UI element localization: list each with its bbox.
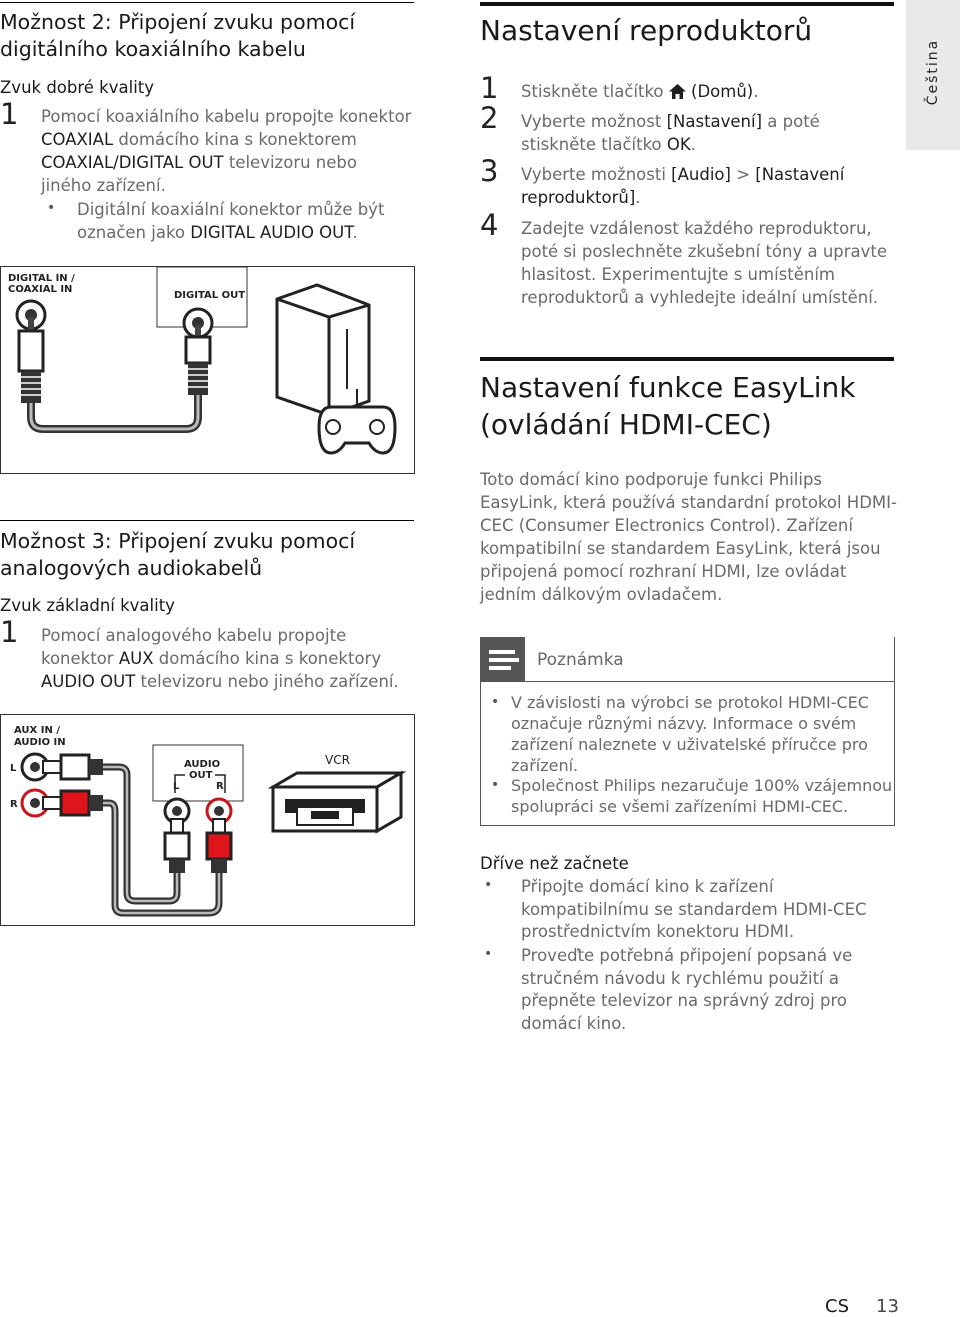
option2-title-line2: digitálního koaxiálního kabelu (0, 37, 306, 61)
note-bullet-1: V závislosti na výrobci se protokol HDMI… (511, 693, 869, 775)
out-label: OUT (189, 770, 213, 781)
section-rule (0, 520, 414, 521)
easylink-para-line6: jedním dálkovým ovladačem. (480, 585, 723, 604)
option2-step-line2: COAXIAL domácího kina s konektorem (41, 130, 357, 149)
audio-out-label: AUDIO (184, 759, 220, 770)
page-number: 13 (876, 1296, 899, 1317)
option3-step-line3: AUDIO OUT televizoru nebo jiného zařízen… (41, 672, 399, 691)
speakers-step-2-line1: Vyberte možnost [Nastavení] a poté (521, 112, 820, 131)
language-tab-label: Čeština (925, 38, 941, 106)
speakers-step-3-line2: reproduktorů]. (521, 188, 641, 207)
analog-connection-diagram: AUX IN / AUDIO IN L R AUDIO OUT L R (0, 714, 415, 926)
easylink-para-line2: EasyLink, která používá standardní proto… (480, 493, 897, 512)
speakers-step-1-number: 1 (480, 71, 499, 105)
coaxial-connection-diagram: DIGITAL IN / COAXIAL IN DIGITAL OUT (0, 266, 415, 474)
bullet-dot: • (484, 946, 493, 962)
speakers-step-3-line1: Vyberte možnosti [Audio] > [Nastavení (521, 165, 845, 184)
home-icon (668, 83, 686, 106)
bullet-dot: • (47, 200, 56, 216)
option2-bullet-line2: označen jako DIGITAL AUDIO OUT. (77, 223, 358, 242)
language-tab: Čeština (906, 0, 960, 150)
note-label: Poznámka (537, 650, 624, 670)
option3-title-line2: analogových audiokabelů (0, 556, 263, 580)
audio-in-label: AUDIO IN (14, 737, 66, 748)
option2-subtitle: Zvuk dobré kvality (0, 78, 155, 97)
note-icon (480, 637, 525, 682)
easylink-para-line5: připojená pomocí rozhraní HDMI, lze ovlá… (480, 562, 847, 581)
before-title: Dříve než začnete (480, 854, 629, 873)
option3-step-line1: Pomocí analogového kabelu propojte (41, 626, 347, 645)
note-divider (525, 681, 894, 682)
coaxial-in-label: COAXIAL IN (8, 284, 72, 295)
speakers-step-4-line2: poté si poslechněte zkušební tóny a upra… (521, 242, 888, 261)
speakers-step-4-line4: reproduktorů a vyhledejte ideální umístě… (521, 288, 879, 307)
speakers-step-4-number: 4 (480, 208, 499, 242)
easylink-title-line1: Nastavení funkce EasyLink (480, 371, 856, 404)
bullet-dot: • (491, 694, 500, 710)
before-bullet-1: Připojte domácí kino k zařízení kompatib… (521, 877, 867, 941)
speakers-step-1-text: Stiskněte tlačítko (Domů). (521, 81, 758, 106)
option3-step-number: 1 (0, 615, 19, 649)
right-channel-label: R (10, 799, 18, 810)
easylink-title-line2: (ovládání HDMI-CEC) (480, 408, 772, 441)
option3-step-line2: konektor AUX domácího kina s konektory (41, 649, 382, 668)
speakers-step-4-line1: Zadejte vzdálenost každého reproduktoru, (521, 219, 872, 238)
bullet-dot: • (484, 877, 493, 893)
option2-bullet-line1: Digitální koaxiální konektor může být (77, 200, 385, 219)
option2-title-line1: Možnost 2: Připojení zvuku pomocí (0, 10, 356, 34)
bullet-dot: • (491, 777, 500, 793)
option2-step-line1: Pomocí koaxiálního kabelu propojte konek… (41, 107, 412, 126)
note-box (480, 637, 895, 826)
easylink-para-line3: CEC (Consumer Electronics Control). Zaří… (480, 516, 853, 535)
left-channel-label: L (10, 763, 17, 774)
vcr-label: VCR (325, 753, 350, 767)
out-right-label: R (216, 781, 224, 792)
speakers-step-2-line2: stiskněte tlačítko OK. (521, 135, 696, 154)
before-bullet-2: Proveďte potřebná připojení popsaná ve s… (521, 946, 853, 1033)
note-bullet-2: Společnost Philips nezaručuje 100% vzáje… (511, 776, 893, 816)
speakers-step-2-number: 2 (480, 101, 499, 135)
section-rule (0, 2, 414, 3)
section-rule (480, 357, 894, 361)
option3-subtitle: Zvuk základní kvality (0, 596, 175, 615)
speakers-title: Nastavení reproduktorů (480, 14, 813, 47)
option2-step-line4: jiného zařízení. (41, 176, 166, 195)
out-left-label: L (173, 781, 180, 792)
option2-step-number: 1 (0, 97, 19, 131)
speakers-step-3-number: 3 (480, 154, 499, 188)
section-rule (480, 2, 894, 6)
speakers-step-4-line3: hlasitost. Experimentujte s umístěním (521, 265, 835, 284)
digital-out-label: DIGITAL OUT (174, 290, 245, 301)
easylink-para-line1: Toto domácí kino podporuje funkci Philip… (480, 470, 823, 489)
aux-in-label: AUX IN / (14, 725, 60, 736)
footer-language: CS (825, 1296, 849, 1317)
digital-in-label: DIGITAL IN / (8, 273, 75, 284)
option3-title-line1: Možnost 3: Připojení zvuku pomocí (0, 529, 356, 553)
easylink-para-line4: kompatibilní se standardem EasyLink, kte… (480, 539, 881, 558)
option2-step-line3: COAXIAL/DIGITAL OUT televizoru nebo (41, 153, 357, 172)
